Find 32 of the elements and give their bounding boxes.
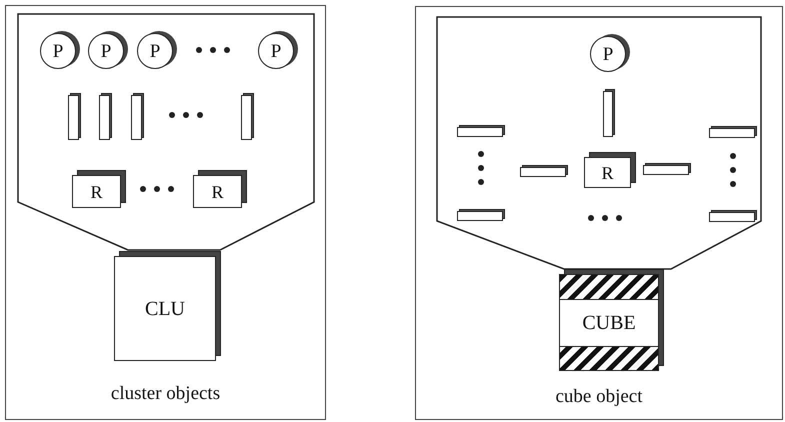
node-label: P [602, 44, 614, 64]
cube-box [559, 269, 664, 371]
bar [709, 210, 757, 222]
node-label: CLU [145, 298, 185, 318]
bar [643, 163, 691, 175]
panel-frame [415, 6, 783, 420]
bar [520, 165, 568, 177]
cluster-box [114, 251, 221, 361]
node-label: R [90, 182, 102, 200]
node-label: P [150, 42, 160, 60]
bar [131, 93, 144, 140]
bar [68, 93, 81, 140]
bar [241, 93, 254, 140]
node-label: CUBE [582, 312, 636, 332]
caption-text: cluster objects [110, 384, 222, 403]
callout-balloon [17, 13, 315, 251]
callout-balloon [436, 16, 762, 270]
r-box [584, 152, 636, 188]
node-label: P [52, 42, 64, 60]
node-label: P [100, 42, 112, 60]
node-label: P [270, 42, 282, 60]
bar [603, 89, 615, 137]
r-box [72, 170, 126, 208]
node-label: R [601, 164, 614, 182]
node-label: R [211, 182, 224, 200]
bar [457, 209, 505, 221]
panel-frame [5, 5, 326, 420]
bar [457, 125, 505, 137]
bar [709, 126, 757, 138]
bar [99, 93, 112, 140]
r-box [193, 170, 247, 208]
caption-text: cube object [554, 387, 644, 406]
